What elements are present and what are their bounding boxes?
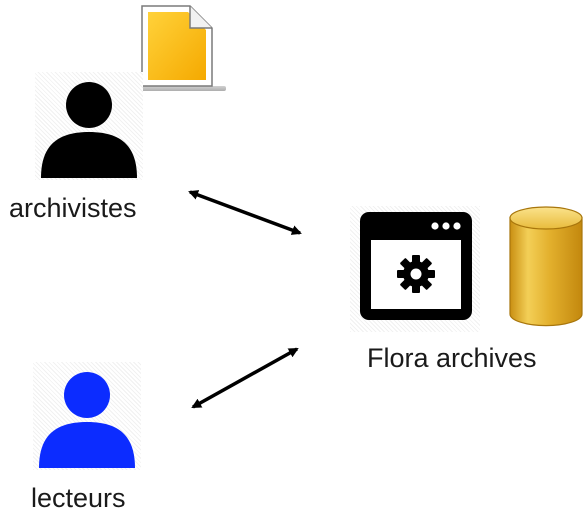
lecteurs-label: lecteurs	[31, 483, 126, 513]
flora-archives-label: Flora archives	[367, 343, 537, 373]
archivistes-label: archivistes	[9, 193, 137, 223]
app-window-gear-icon	[350, 206, 480, 332]
lecteurs-user-icon	[33, 362, 141, 470]
archivistes-flora-arrow	[188, 190, 302, 235]
document-icon	[134, 2, 226, 94]
database-icon	[504, 204, 585, 330]
lecteurs-flora-arrow	[191, 347, 299, 409]
archivistes-user-icon	[35, 72, 143, 180]
